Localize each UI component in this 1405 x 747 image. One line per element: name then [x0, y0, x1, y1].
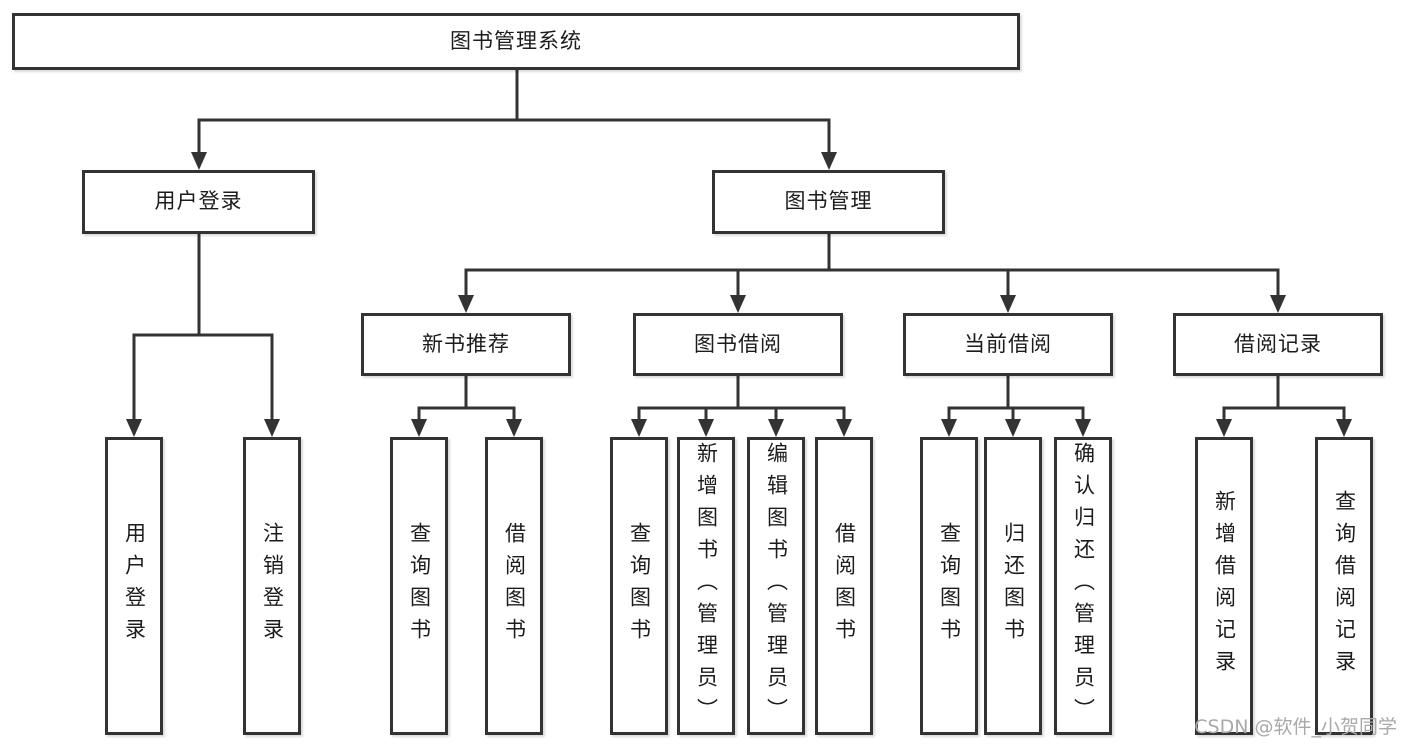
node-label-new-book-recommend: 新书推荐 [422, 331, 510, 356]
connector-current-borrow-children [941, 376, 1091, 437]
node-query-book-2: 查询图书 [610, 437, 668, 735]
node-label-logout-action: 注销登录 [260, 522, 285, 650]
node-book-borrow: 图书借阅 [633, 313, 843, 376]
node-label-root: 图书管理系统 [450, 28, 582, 53]
node-label-edit-book-admin: 编辑图书（管理员） [764, 442, 789, 730]
node-label-confirm-return-admin: 确认归还（管理员） [1071, 442, 1096, 730]
node-label-user-login-action: 用户登录 [122, 522, 147, 650]
node-logout-action: 注销登录 [243, 437, 301, 735]
node-label-current-borrow: 当前借阅 [964, 331, 1052, 356]
node-user-login-action: 用户登录 [105, 437, 163, 735]
node-new-book-recommend: 新书推荐 [361, 313, 571, 376]
connector-book-management-children [458, 234, 1286, 313]
node-user-login: 用户登录 [82, 170, 315, 234]
node-label-book-management: 图书管理 [784, 189, 873, 214]
node-label-borrow-book-2: 借阅图书 [832, 522, 857, 650]
connector-book-borrow-children [631, 376, 852, 437]
node-label-query-book-3: 查询图书 [937, 522, 962, 650]
node-query-book-1: 查询图书 [390, 437, 448, 735]
connector-user-login-children [126, 234, 280, 437]
node-add-book-admin: 新增图书（管理员） [677, 437, 735, 735]
node-book-management: 图书管理 [712, 170, 945, 234]
node-borrow-record: 借阅记录 [1173, 313, 1383, 376]
node-borrow-book-1: 借阅图书 [485, 437, 543, 735]
node-label-book-borrow: 图书借阅 [694, 331, 782, 356]
connector-root-to-level2 [191, 70, 837, 170]
node-label-borrow-record: 借阅记录 [1234, 331, 1322, 356]
node-return-book: 归还图书 [984, 437, 1042, 735]
node-label-return-book: 归还图书 [1001, 522, 1026, 650]
node-query-book-3: 查询图书 [920, 437, 978, 735]
node-current-borrow: 当前借阅 [903, 313, 1113, 376]
node-label-add-book-admin: 新增图书（管理员） [694, 442, 719, 730]
connector-new-book-children [411, 376, 522, 437]
connector-borrow-record-children [1216, 376, 1352, 437]
node-library-management-system: 图书管理系统 [12, 13, 1020, 70]
node-label-user-login: 用户登录 [154, 189, 243, 214]
node-confirm-return-admin: 确认归还（管理员） [1054, 437, 1112, 735]
node-label-query-book-2: 查询图书 [627, 522, 652, 650]
node-label-add-borrow-record: 新增借阅记录 [1212, 490, 1237, 682]
node-borrow-book-2: 借阅图书 [815, 437, 873, 735]
node-label-query-book-1: 查询图书 [407, 522, 432, 650]
csdn-watermark: CSDN @软件_小贺同学 [1194, 716, 1397, 738]
node-label-borrow-book-1: 借阅图书 [502, 522, 527, 650]
node-add-borrow-record: 新增借阅记录 [1195, 437, 1253, 735]
node-query-borrow-record: 查询借阅记录 [1315, 437, 1373, 735]
node-edit-book-admin: 编辑图书（管理员） [747, 437, 805, 735]
node-label-query-borrow-record: 查询借阅记录 [1332, 490, 1357, 682]
